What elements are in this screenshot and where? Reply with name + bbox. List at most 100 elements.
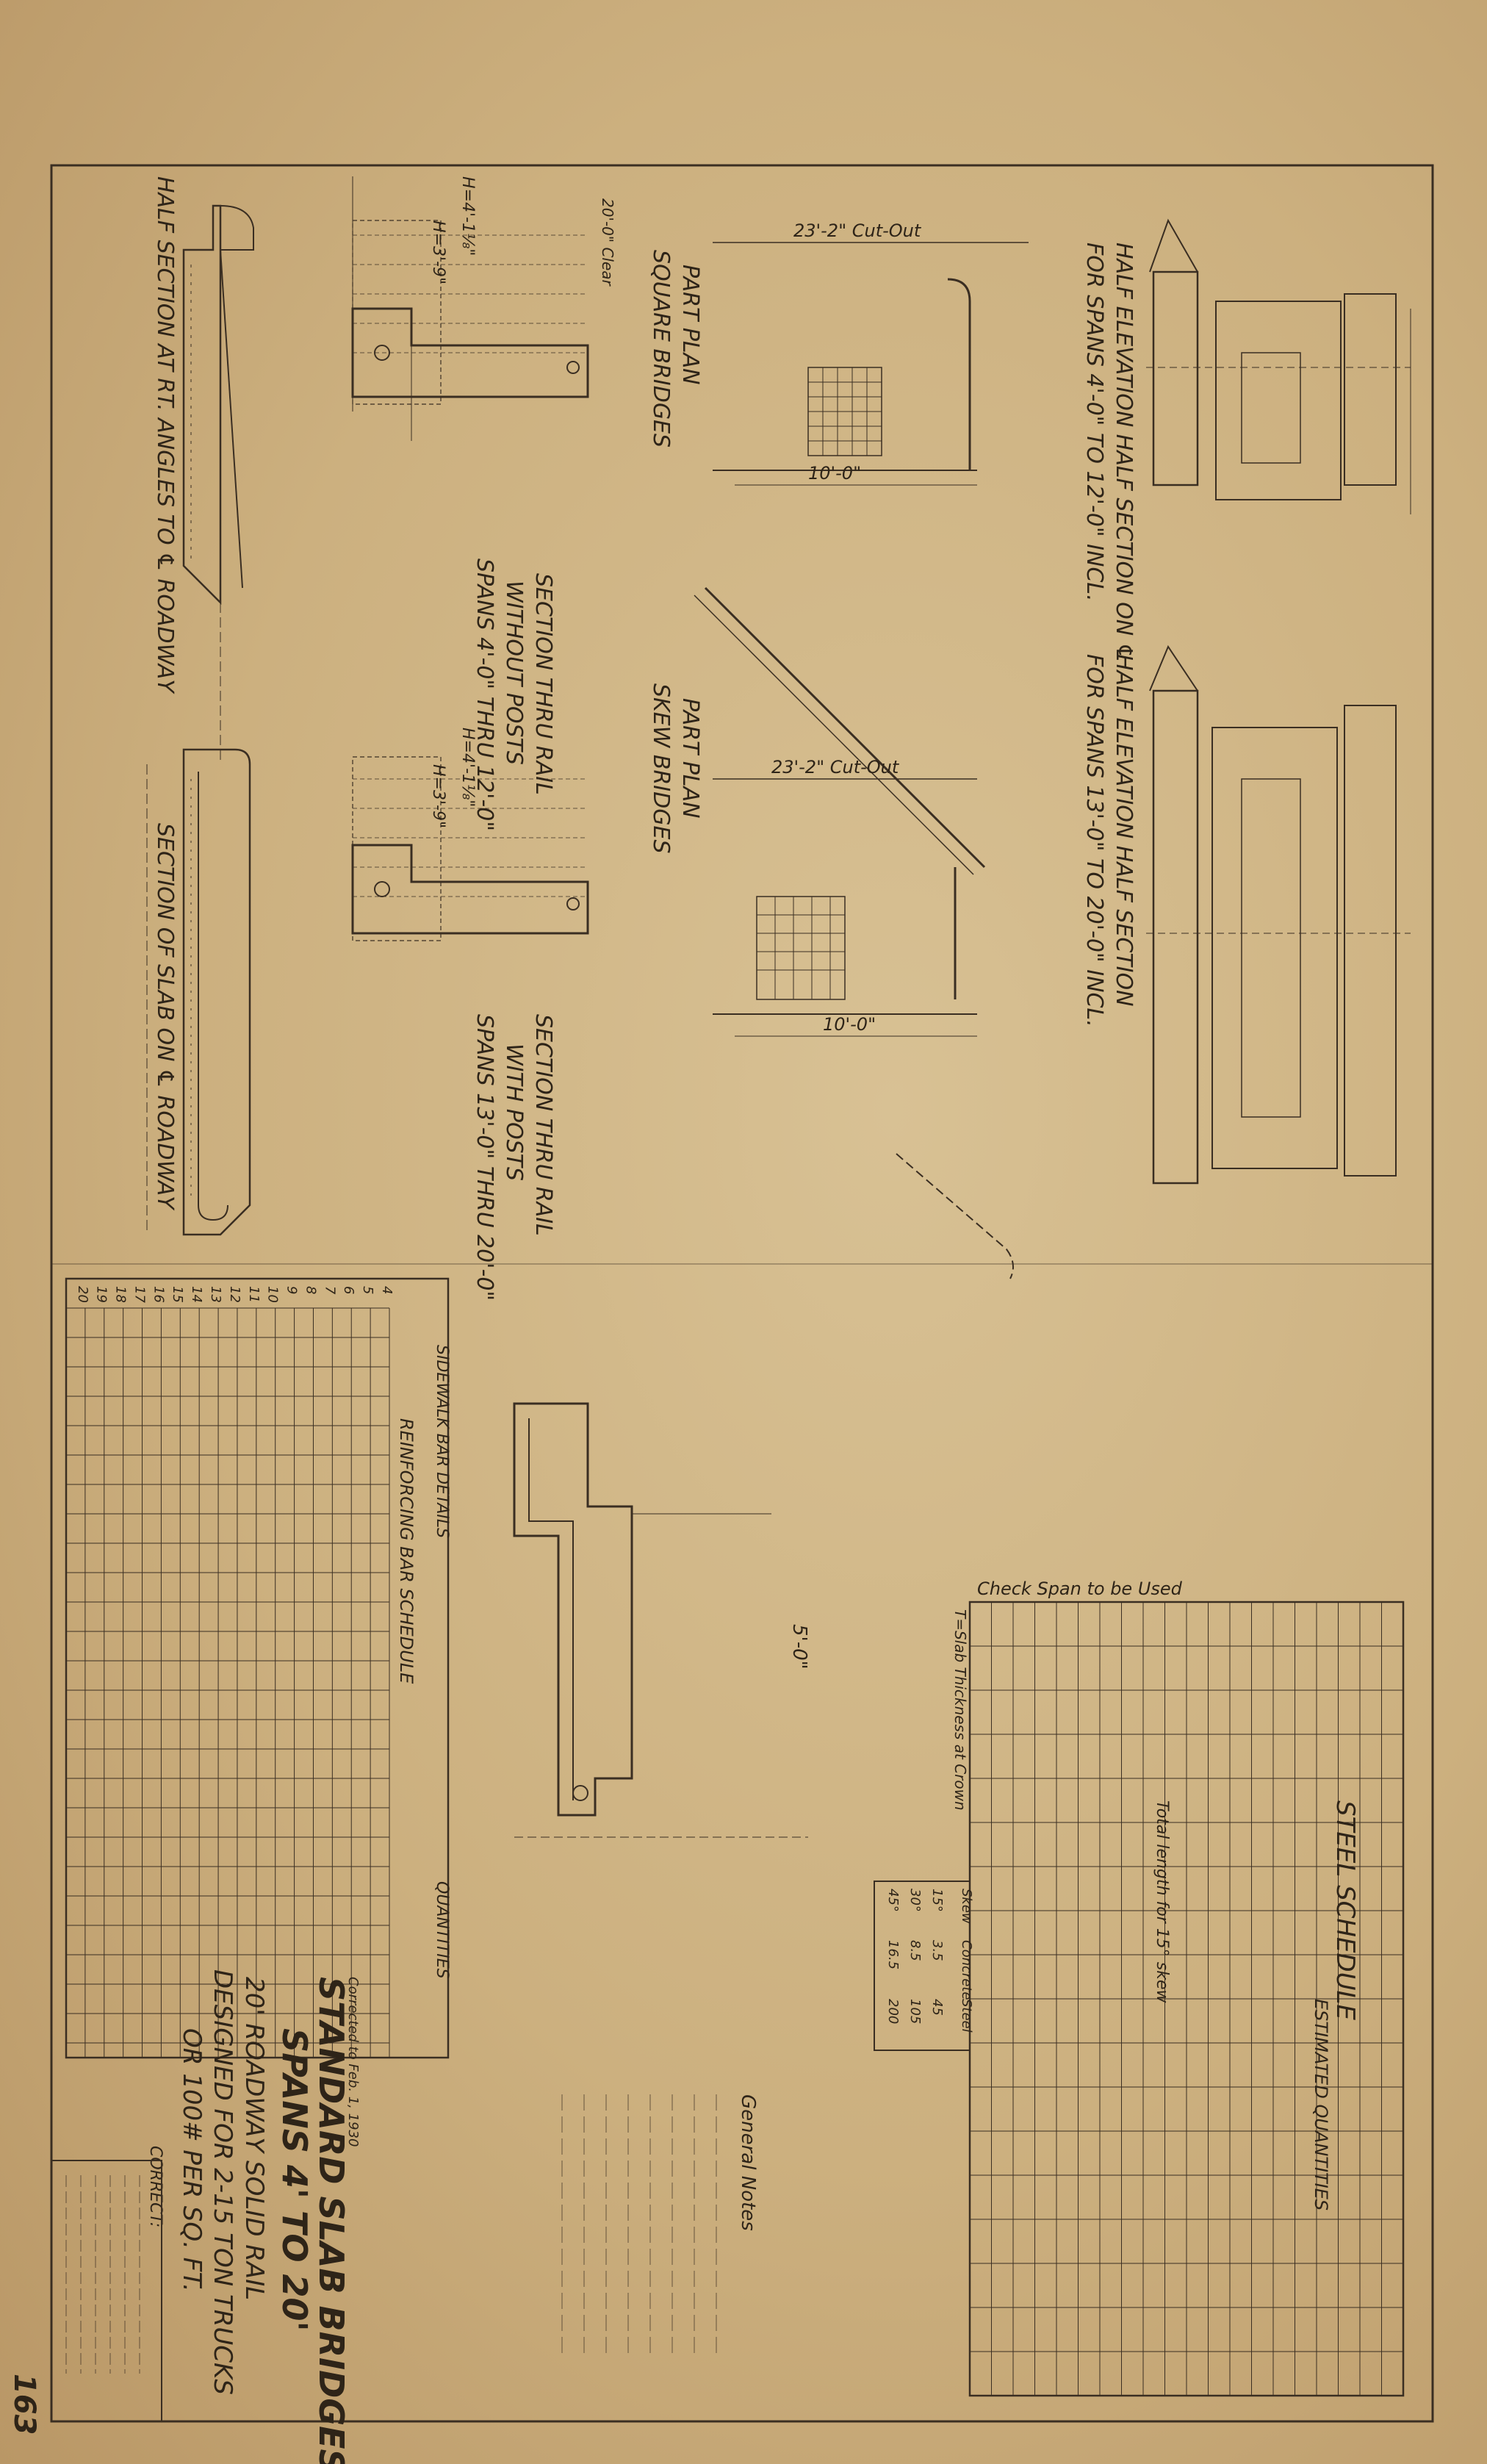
wing-top [1149,218,1198,273]
h-outer-label-2: H=4'-1⅛" [458,728,477,807]
rail-grid [352,220,442,405]
span-label: 14 [189,1286,204,1303]
section-no-posts-title: SECTION THRU RAIL [530,573,556,795]
five-ft-label: 5'-0" [788,1624,810,1670]
skew-row3-steel: 200 [885,1999,901,2024]
rail-panel [1215,301,1342,500]
skew-row3-concrete: 16.5 [885,1940,901,1969]
rail-grid-lines [353,234,588,353]
sheet-number: 163 [7,2374,41,2435]
section-rail-no-posts [351,176,589,441]
section-slab-title: SECTION OF SLAB ON ℄ ROADWAY [152,823,178,1211]
rebar-dot-2 [566,361,580,374]
total-length-label: Total length for 15° skew [1153,1800,1171,2003]
sidewalk-rebar [572,1785,588,1801]
span-label: 7 [322,1286,337,1295]
skew-row2-skew: 30° [907,1889,923,1912]
sidewalk-title: SIDEWALK BAR DETAILS [433,1345,451,1538]
notes-text-lines [561,2094,717,2359]
half-section-outline [182,204,222,606]
rebar-grid [808,367,882,456]
half-section-title: HALF SECTION AT RT. ANGLES TO ℄ ROADWAY [152,176,178,694]
half-elevation-large [1146,644,1411,1185]
panel-recess [1241,352,1301,464]
section-rail-posts [351,756,589,941]
check-span-label: Check Span to be Used [977,1578,1183,1599]
general-notes-lines [561,2094,717,2359]
title-line3: 20' ROADWAY SOLID RAIL [240,1977,269,2300]
h-outer-label-1: H=4'-1⅛" [458,176,477,256]
skew-row1-steel: 45 [929,1999,945,2016]
half-elevation-large-title: HALF ELEVATION HALF SECTION [1111,654,1137,1007]
part-plan-square-title: PART PLAN [677,265,703,385]
section-slab [146,748,251,1236]
ten-ft-skew: 10'-0" [823,1014,876,1035]
span-label: 15 [170,1286,185,1303]
ten-ft-square: 10'-0" [808,463,861,484]
span-label: 12 [227,1286,242,1303]
half-elevation-small-spans: FOR SPANS 4'-0" TO 12'-0" INCL. [1081,243,1107,602]
slab-thickness-note: T=Slab Thickness at Crown [951,1609,969,1811]
rail-block [1152,270,1199,486]
skew-rebar-mesh [756,896,846,1000]
span-label: 9 [284,1286,300,1294]
abutment-wall [1344,293,1397,486]
half-elevation-large-spans: FOR SPANS 13'-0" TO 20'-0" INCL. [1081,654,1107,1027]
large-abutment-wall [1344,705,1397,1177]
half-section-slab-bottom [220,249,243,589]
title-line1: STANDARD SLAB BRIDGES [312,1977,351,2464]
skew-edge-inner [694,595,974,875]
sheet-border [50,164,1434,2423]
large-rail-panel [1211,727,1338,1169]
part-plan-skew-title: PART PLAN [677,698,703,819]
half-section [182,204,254,764]
skew-header-steel: Steel [959,1999,974,2033]
part-plan-square-sub: SQUARE BRIDGES [648,250,674,448]
sidewalk-section [513,1402,633,1817]
section-no-posts-sub: WITHOUT POSTS [501,581,527,765]
steel-schedule [874,1601,1405,2397]
skew-header-concrete: Concrete [959,1940,974,2000]
skew-row2-steel: 105 [907,1999,923,2024]
curb-projection [896,1153,1014,1279]
skew-row1-concrete: 3.5 [929,1940,945,1961]
cut-out-skew: 23'-2" Cut-Out [771,757,900,777]
span-label: 16 [151,1286,166,1303]
span-label: 19 [94,1286,109,1303]
h-inner-label-2: H=3'-9" [429,764,447,828]
cut-out-square: 23'-2" Cut-Out [793,220,922,241]
title-line5: OR 100# PER SQ. FT. [177,2028,206,2292]
section-posts-spans: SPANS 13'-0" THRU 20'-0" [472,1014,497,1301]
sidewalk-detail [513,1402,808,1838]
span-label: 13 [208,1286,223,1303]
span-label: 20 [75,1286,90,1303]
skew-edge [704,586,986,869]
span-label: 18 [113,1286,129,1303]
title-line2: SPANS 4' TO 20' [275,2028,314,2332]
skew-row2-concrete: 8.5 [907,1940,923,1961]
post-rail-section-shape [351,844,589,935]
large-panel-recess [1241,778,1301,1118]
skew-rebar-grid [757,897,845,999]
part-plan-square [713,242,1029,486]
slab-outline [182,748,251,1236]
title-line4: DESIGNED FOR 2-15 TON TRUCKS [208,1969,237,2395]
half-elevation-small-title: HALF ELEVATION HALF SECTION ON ℄ [1111,243,1137,663]
notes-title: General Notes [737,2094,759,2231]
reinforcing-grid [65,1307,390,2058]
span-label: 10 [265,1286,281,1303]
signature-lines [65,2175,140,2374]
section-posts-sub: WITH POSTS [501,1044,527,1181]
span-label: 5 [360,1286,375,1294]
steel-schedule-title: STEEL SCHEDULE [1331,1800,1360,2020]
span-label: 4 [379,1286,395,1294]
rebar-dot [374,345,390,361]
span-label: 8 [303,1286,318,1294]
section-no-posts-spans: SPANS 4'-0" THRU 12'-0" [472,558,497,831]
estimated-quantities: ESTIMATED QUANTITIES [1311,1999,1331,2210]
reinforcing-title: REINFORCING BAR SCHEDULE [396,1418,417,1684]
clear-label: 20'-0" Clear [599,198,616,287]
